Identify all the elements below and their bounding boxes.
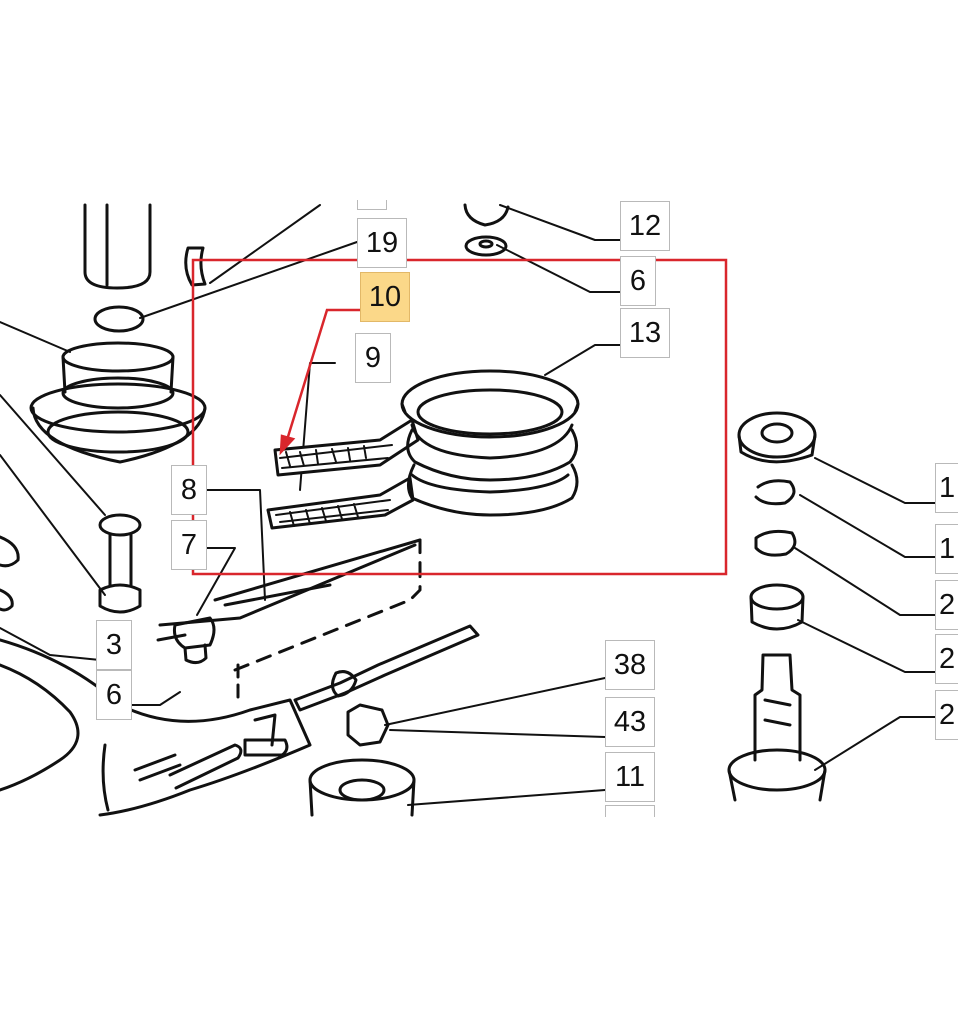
chassis-plate-part bbox=[0, 638, 312, 817]
circlip-part bbox=[754, 479, 796, 506]
callout-7[interactable]: 7 bbox=[171, 520, 207, 570]
callout-blank-bottom bbox=[605, 805, 655, 817]
leader-lines bbox=[0, 204, 936, 806]
belts-part bbox=[266, 418, 420, 530]
callout-blank-top bbox=[357, 200, 387, 210]
callout-right-5[interactable]: 2 bbox=[935, 690, 958, 740]
washer-part bbox=[93, 305, 145, 333]
bearing-part bbox=[737, 411, 817, 464]
tension-rod-part bbox=[156, 538, 422, 702]
callout-43[interactable]: 43 bbox=[605, 697, 655, 747]
roller-part bbox=[308, 758, 416, 817]
highlight-arrow bbox=[279, 308, 360, 456]
callout-38[interactable]: 38 bbox=[605, 640, 655, 690]
callout-9[interactable]: 9 bbox=[355, 333, 391, 383]
callout-6-left[interactable]: 6 bbox=[96, 670, 132, 720]
nut-part bbox=[346, 703, 390, 747]
left-pulley-part bbox=[29, 341, 207, 464]
callout-11[interactable]: 11 bbox=[605, 752, 655, 802]
needle-bearing-part bbox=[749, 583, 805, 631]
callout-3[interactable]: 3 bbox=[96, 620, 132, 670]
callout-right-2[interactable]: 1 bbox=[935, 524, 958, 574]
callout-8[interactable]: 8 bbox=[171, 465, 207, 515]
circlip-part-2 bbox=[754, 529, 797, 557]
callout-13[interactable]: 13 bbox=[620, 308, 670, 358]
top-washers-part bbox=[463, 203, 510, 257]
triple-pulley-part bbox=[400, 369, 580, 517]
sleeve-part bbox=[83, 203, 152, 290]
spindle-shaft-part bbox=[727, 653, 827, 802]
clip-part bbox=[184, 246, 207, 287]
callout-right-3[interactable]: 2 bbox=[935, 580, 958, 630]
adjusting-screw-part bbox=[293, 624, 480, 712]
callout-6-top[interactable]: 6 bbox=[620, 256, 656, 306]
callout-right-4[interactable]: 2 bbox=[935, 634, 958, 684]
callout-right-1[interactable]: 1 bbox=[935, 463, 958, 513]
highlight-frame bbox=[191, 258, 728, 576]
callout-10-highlighted[interactable]: 10 bbox=[360, 272, 410, 322]
callout-19[interactable]: 19 bbox=[357, 218, 407, 268]
callout-12[interactable]: 12 bbox=[620, 201, 670, 251]
bolt-part bbox=[98, 513, 142, 614]
